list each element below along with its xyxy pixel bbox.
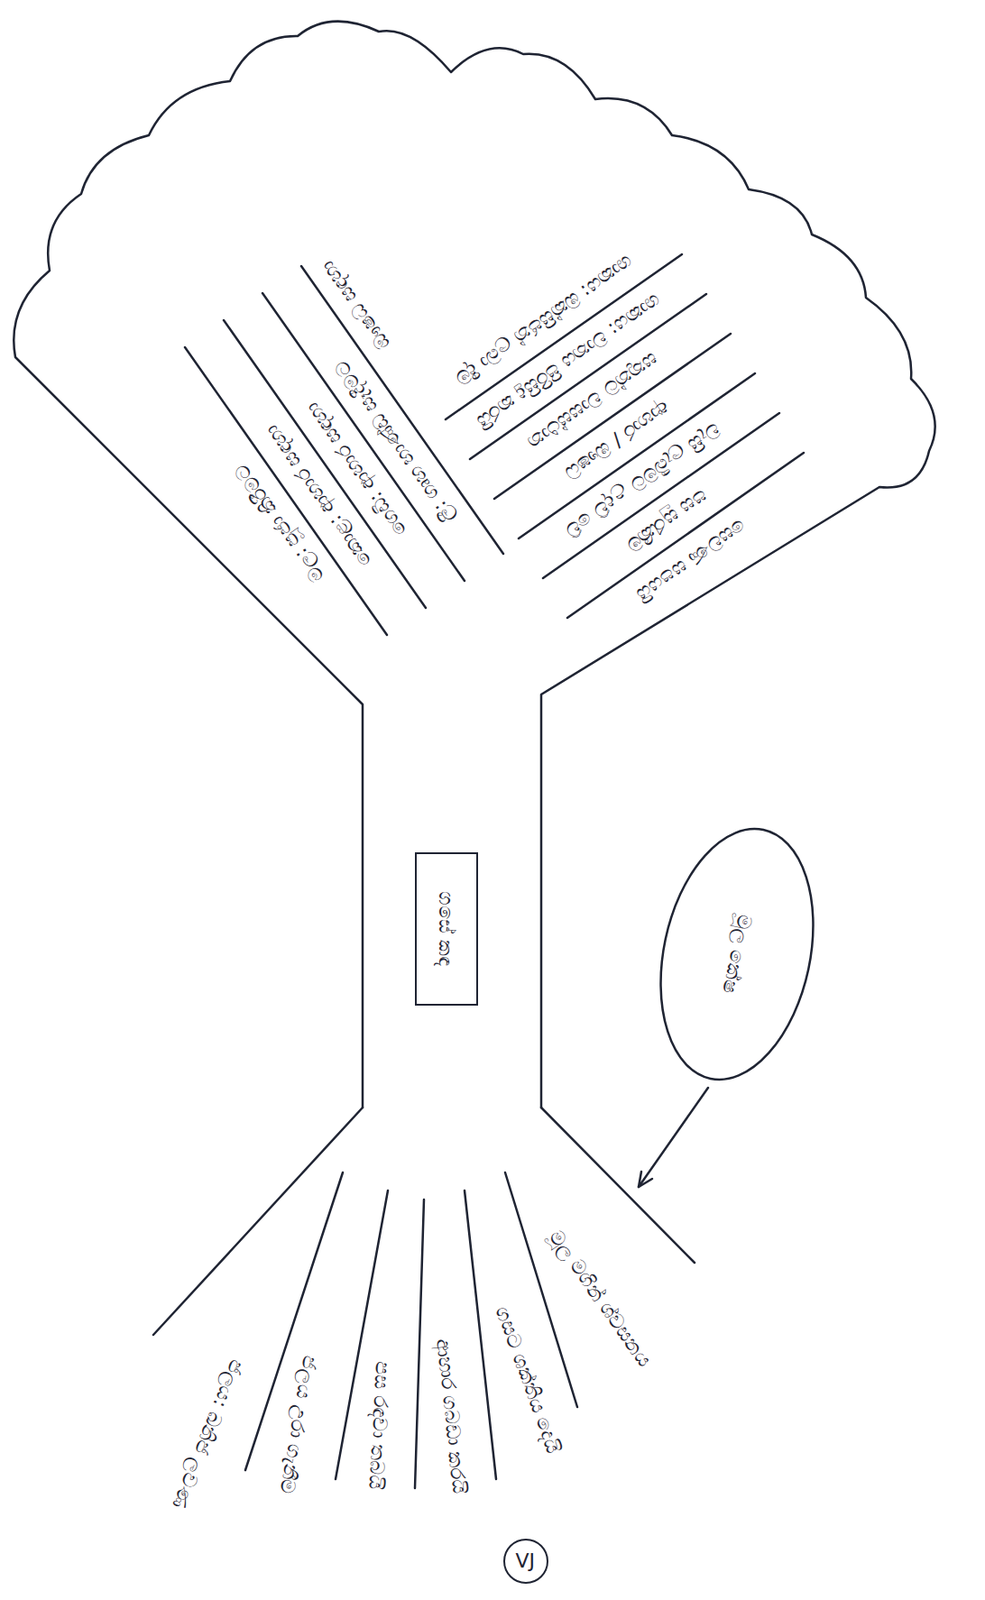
node-label: මූල කේෂ bbox=[716, 912, 757, 996]
bubble-shape bbox=[638, 814, 835, 1095]
root-line bbox=[153, 1107, 363, 1335]
page-number-circle: VJ bbox=[503, 1538, 549, 1584]
node-text: VJ bbox=[515, 1548, 536, 1575]
branch-label: ගෙඩි: ආහාර සඳහා bbox=[301, 396, 413, 542]
node-text: මූල කේෂ bbox=[716, 912, 757, 996]
root-label: ජලය උරා ගැනීම bbox=[274, 1353, 323, 1496]
root-line bbox=[464, 1190, 497, 1480]
root-line bbox=[414, 1199, 424, 1489]
leader-arrow bbox=[638, 1087, 709, 1188]
trunk-box: ගසේ කඳ bbox=[414, 852, 479, 1006]
arrow-head bbox=[638, 1171, 653, 1188]
node-label: VJ bbox=[515, 1548, 536, 1575]
callout-bubble: මූල කේෂ bbox=[660, 823, 814, 1086]
node-label: ගසේ කඳ bbox=[433, 891, 460, 967]
branch-line bbox=[445, 254, 682, 420]
root-label: ගසට ශක්තිය දෙයි bbox=[489, 1303, 565, 1457]
root-label: ජලය: ඛනිජ ලවණ bbox=[166, 1355, 249, 1512]
root-label: පස රඳවා තබයි bbox=[363, 1360, 395, 1490]
root-label: ආහාර ගබඩා කරයි bbox=[431, 1337, 471, 1496]
node-text: ගසේ කඳ bbox=[433, 891, 460, 967]
branch-label: කොළ: ආහාර සඳහා bbox=[260, 420, 378, 572]
tree-outline bbox=[13, 21, 935, 1108]
